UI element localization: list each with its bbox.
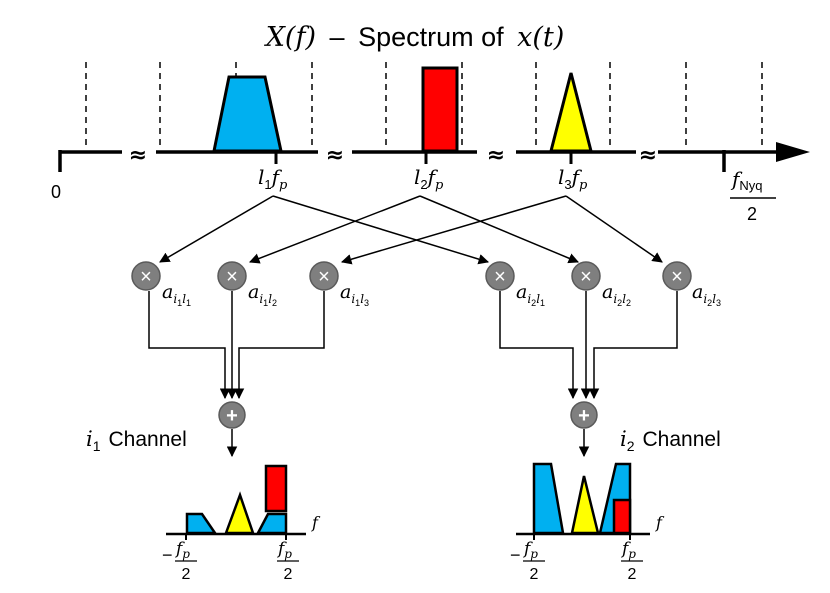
title-math2: x(t) (517, 22, 564, 53)
band-yellow-triangle (224, 491, 255, 535)
frac-num: fp (276, 539, 292, 561)
frac-num: fp (174, 539, 190, 561)
plus-icon: + (226, 405, 238, 427)
band-blue-trapezoid (212, 75, 283, 153)
mixer-node: × (662, 261, 692, 291)
adder-right: + (570, 401, 598, 429)
title-dash: – (330, 22, 345, 52)
band-blue-piece (532, 462, 565, 535)
frac-den: 2 (284, 566, 293, 583)
sum-wire (148, 291, 231, 400)
multiply-icon: × (140, 266, 152, 288)
route-arrow (565, 195, 663, 263)
spectrum-axis (58, 150, 790, 172)
label-l3f: l3fp (558, 165, 588, 193)
nyquist-label: fNyq 2 (730, 167, 776, 224)
route-arrow (159, 195, 274, 263)
route-arrow (272, 195, 490, 265)
axis-break-3: ≈ (487, 143, 505, 168)
frac-den: 2 (530, 566, 539, 583)
frac-num: fp (522, 539, 538, 561)
sum-wires-right (499, 291, 678, 400)
sum-wire (233, 291, 325, 400)
route-arrow (340, 195, 567, 265)
multiply-icon: × (671, 266, 683, 288)
band-red-rect (421, 66, 459, 153)
mixers-left: × × × (131, 261, 339, 291)
neg-sign: − (162, 545, 173, 565)
route-arrow (249, 195, 421, 264)
mixer-node: × (485, 261, 515, 291)
axis-break-4: ≈ (639, 143, 657, 168)
origin-label: 0 (51, 182, 61, 202)
title: X(f) – Spectrum of x(t) (264, 22, 565, 53)
band-yellow-triangle (549, 72, 593, 153)
label-l2f: l2fp (414, 165, 444, 193)
svg-text:2: 2 (747, 204, 757, 224)
mixers-right: × × × (485, 261, 692, 291)
coef-label: ai1l2 (248, 281, 277, 308)
freq-label: f (311, 513, 321, 532)
output-spectrum-left: f − fp 2 fp 2 (162, 464, 321, 583)
band-blue-piece (185, 512, 218, 535)
axis-break-2: ≈ (326, 143, 344, 168)
multiply-icon: × (580, 266, 592, 288)
band-red-rect (612, 498, 632, 535)
coef-label: ai2l3 (692, 281, 721, 308)
output-spectrum-right: f − fp 2 fp 2 (510, 462, 665, 583)
frac-den: 2 (182, 566, 191, 583)
sum-wire (588, 291, 678, 400)
frac-den: 2 (628, 566, 637, 583)
route-arrow (419, 195, 579, 264)
title-math: X(f) (264, 22, 316, 53)
mixer-node: × (309, 261, 339, 291)
label-l1f: l1fp (258, 165, 288, 193)
coef-label: ai1l3 (340, 281, 369, 308)
coef-label: ai2l2 (602, 281, 631, 308)
coef-label: ai1l1 (162, 281, 191, 308)
mixer-node: × (131, 261, 161, 291)
routing-arrows (159, 195, 663, 265)
freq-label: f (655, 513, 665, 532)
band-red-rect (264, 464, 288, 513)
multiply-icon: × (226, 266, 238, 288)
mixer-node: × (571, 261, 601, 291)
multiply-icon: × (318, 266, 330, 288)
plus-icon: + (578, 405, 590, 427)
axis-break-1: ≈ (129, 143, 147, 168)
neg-sign: − (510, 545, 521, 565)
adder-left: + (218, 401, 246, 429)
svg-text:fNyq: fNyq (730, 167, 763, 193)
sum-wire (499, 291, 579, 400)
sum-wires-left (148, 291, 325, 400)
axis-arrowhead-icon (776, 142, 810, 162)
band-yellow-triangle (570, 475, 600, 535)
coef-label: ai2l1 (516, 281, 545, 308)
frac-num: fp (620, 539, 636, 561)
dashed-guides (85, 62, 763, 150)
multiply-icon: × (494, 266, 506, 288)
title-text: Spectrum of (358, 22, 504, 52)
band-blue-piece (255, 512, 288, 535)
svg-text:X(f) – Spectrum of: X(f) – Spectrum of x(t) (264, 22, 565, 53)
mixer-node: × (217, 261, 247, 291)
